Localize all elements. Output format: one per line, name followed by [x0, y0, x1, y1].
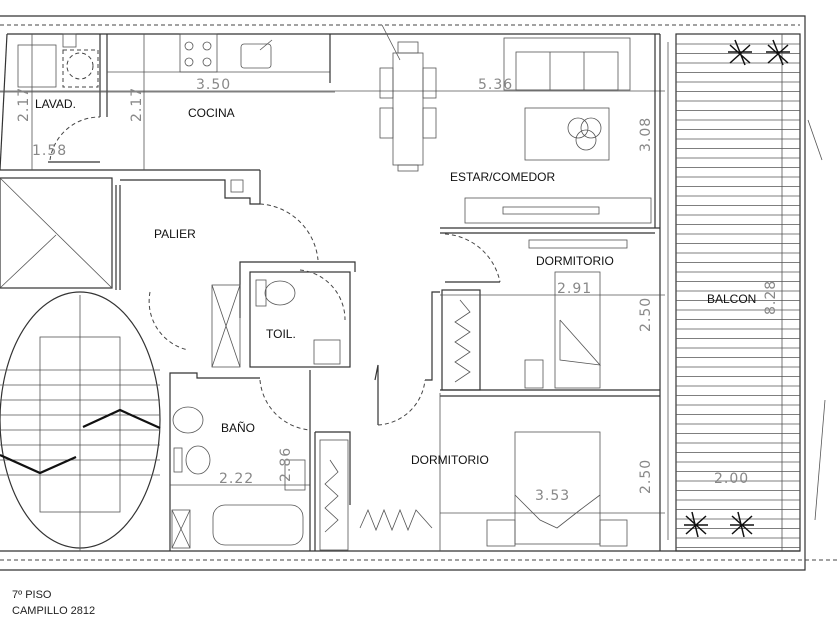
- balcon-area: [667, 33, 801, 552]
- dim-bano-height: 2.86: [278, 447, 294, 482]
- dim-cocina-width: 3.50: [196, 77, 231, 93]
- room-label-balcon: BALCON: [707, 292, 756, 306]
- dormitorio-1-area: [440, 227, 665, 397]
- address-label: CAMPILLO 2812: [12, 605, 96, 617]
- dim-estar-height: 3.08: [638, 117, 654, 152]
- plant-icon: [684, 39, 790, 538]
- dim-bano-width: 2.22: [219, 471, 254, 487]
- dim-estar-width: 5.36: [478, 77, 513, 93]
- floor-label: 7º PISO: [12, 589, 52, 601]
- bano-area: [169, 370, 311, 551]
- estar-comedor-area: [0, 34, 665, 551]
- room-label-dormitorio-2: DORMITORIO: [411, 453, 489, 467]
- dim-balcon-length: 8.28: [763, 280, 779, 315]
- room-label-cocina: COCINA: [188, 106, 235, 120]
- outer-walls: [0, 15, 840, 571]
- toilette-area: [211, 261, 356, 368]
- dim-dorm1-height: 2.50: [638, 297, 654, 332]
- dim-dorm1-width: 2.91: [557, 281, 592, 297]
- room-label-bano: BAÑO: [221, 421, 255, 435]
- elevator-shaft: [0, 177, 121, 290]
- stairwell: [0, 291, 161, 551]
- dim-dorm2-height: 2.50: [638, 459, 654, 494]
- dim-lavad-height: 2.17: [16, 87, 32, 122]
- hall-walls: [315, 291, 440, 505]
- cocina-area: [0, 33, 335, 170]
- dim-balcon-width: 2.00: [714, 471, 749, 487]
- room-label-estar-comedor: ESTAR/COMEDOR: [450, 170, 555, 184]
- room-label-lavadero: LAVAD.: [35, 97, 76, 111]
- dim-dorm2-width: 3.53: [535, 488, 570, 504]
- dim-lavad-width: 1.58: [32, 143, 67, 159]
- room-label-dormitorio-1: DORMITORIO: [536, 254, 614, 268]
- dim-cocina-height: 2.17: [129, 87, 145, 122]
- room-label-palier: PALIER: [154, 227, 196, 241]
- room-label-toilette: TOIL.: [266, 327, 296, 341]
- lavadero-area: [0, 33, 260, 171]
- dormitorio-2-area: [314, 393, 665, 551]
- palier-area: [120, 170, 319, 351]
